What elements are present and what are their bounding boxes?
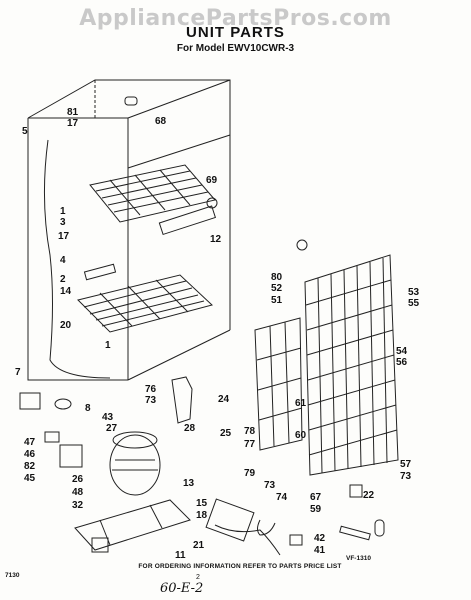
cabinet-outline xyxy=(28,80,230,380)
callout: 54 xyxy=(396,346,408,357)
callout: 14 xyxy=(60,286,72,297)
callout: 67 xyxy=(310,492,322,503)
callout: 17 xyxy=(58,231,70,242)
callout: 48 xyxy=(72,487,84,498)
lower-evaporator-coil xyxy=(78,264,212,332)
callout: 81 xyxy=(67,107,79,118)
callout: 7 xyxy=(15,367,21,378)
callout: 80 xyxy=(271,272,283,283)
callout: 43 xyxy=(102,412,114,423)
page-title: UNIT PARTS xyxy=(186,24,285,41)
callout: 5 xyxy=(22,126,28,137)
callout: 73 xyxy=(264,480,276,491)
callout: 52 xyxy=(271,283,283,294)
callout: 21 xyxy=(193,540,205,551)
callout: 3 xyxy=(60,217,66,228)
callout: 11 xyxy=(175,550,186,561)
callout: 18 xyxy=(196,510,208,521)
callout: 20 xyxy=(60,320,72,331)
callout: 22 xyxy=(363,490,375,501)
callout: 2 xyxy=(60,274,66,285)
callout: 82 xyxy=(24,461,36,472)
callout: 13 xyxy=(183,478,195,489)
callout: 60 xyxy=(295,430,307,441)
figure-code: VF-1310 xyxy=(346,555,371,562)
callout: 61 xyxy=(295,398,307,409)
handwritten-note: 60-E-2 xyxy=(160,581,204,596)
callout: 1 xyxy=(105,340,111,351)
small-parts xyxy=(20,97,384,555)
callout: 74 xyxy=(276,492,288,503)
callout: 28 xyxy=(184,423,196,434)
callout: 15 xyxy=(196,498,208,509)
callout: 56 xyxy=(396,357,408,368)
callout: 25 xyxy=(220,428,232,439)
callout: 55 xyxy=(408,298,420,309)
callout: 76 xyxy=(145,384,157,395)
callout: 1 xyxy=(60,206,66,217)
callout: 79 xyxy=(244,468,256,479)
callout: 45 xyxy=(24,473,36,484)
callout: 26 xyxy=(72,474,84,485)
callout: 12 xyxy=(210,234,222,245)
callout: 73 xyxy=(145,395,157,406)
callout: 68 xyxy=(155,116,167,127)
page-number: 2 xyxy=(196,574,200,581)
watermark: AppliancePartsPros.com xyxy=(79,6,392,31)
ordering-note: FOR ORDERING INFORMATION REFER TO PARTS … xyxy=(138,563,342,570)
callout: 73 xyxy=(400,471,412,482)
callout: 42 xyxy=(314,533,326,544)
callout: 57 xyxy=(400,459,412,470)
condenser-coil xyxy=(255,255,398,475)
callout: 77 xyxy=(244,439,256,450)
callout: 51 xyxy=(271,295,283,306)
callout: 41 xyxy=(314,545,326,556)
upper-evaporator-coil xyxy=(90,165,217,234)
callout: 8 xyxy=(85,403,91,414)
callout: 59 xyxy=(310,504,322,515)
callout: 24 xyxy=(218,394,230,405)
callout: 17 xyxy=(67,118,79,129)
callout: 27 xyxy=(106,423,118,434)
callout: 53 xyxy=(408,287,420,298)
callout: 69 xyxy=(206,175,218,186)
callout: 78 xyxy=(244,426,256,437)
base-pan xyxy=(75,500,190,552)
callout: 4 xyxy=(60,255,66,266)
model-subtitle: For Model EWV10CWR-3 xyxy=(176,43,295,54)
compressor xyxy=(45,432,160,495)
callout: 32 xyxy=(72,500,84,511)
callout: 47 xyxy=(24,437,36,448)
callout: 46 xyxy=(24,449,36,460)
file-code: 7130 xyxy=(5,572,20,579)
